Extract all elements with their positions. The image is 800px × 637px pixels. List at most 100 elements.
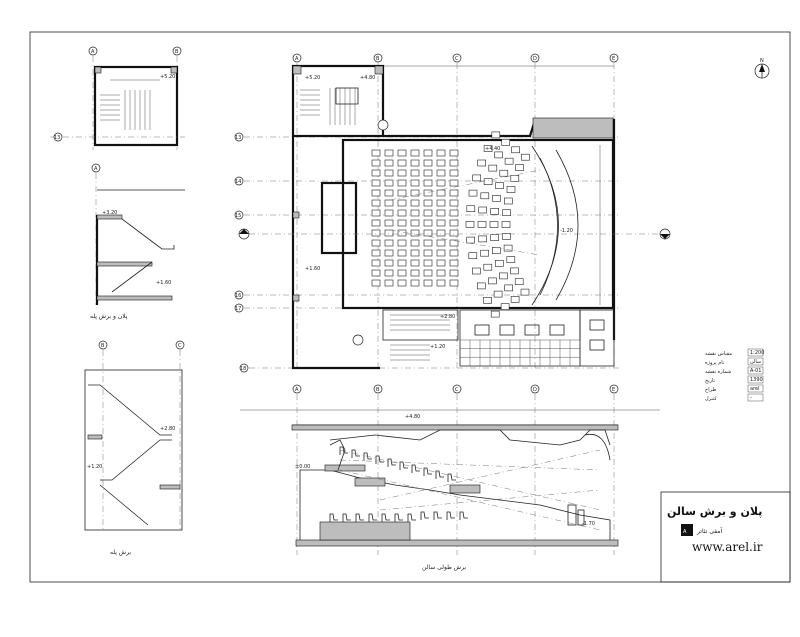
seat (410, 209, 420, 217)
seat (371, 209, 381, 217)
seat (490, 310, 500, 318)
seat (494, 151, 503, 159)
seat (397, 189, 407, 197)
seat (483, 178, 493, 185)
seat (423, 279, 433, 287)
legend-label: شماره نقشه (705, 369, 731, 375)
seat (436, 189, 446, 197)
svg-text:±0.00: ±0.00 (295, 464, 310, 470)
seat (397, 219, 407, 227)
svg-text:C: C (455, 56, 459, 62)
legend-label: طراح (705, 387, 716, 393)
main-plan: A B C D E 13 14 15 16 17 18 (234, 53, 770, 373)
seat (436, 159, 446, 167)
seat (384, 169, 394, 177)
seat (384, 249, 394, 257)
svg-text:+3.20: +3.20 (102, 210, 117, 216)
seat (466, 236, 476, 244)
seat (371, 279, 381, 287)
seat (476, 282, 486, 290)
seat (471, 267, 481, 275)
svg-text:+5.20: +5.20 (305, 75, 320, 81)
svg-text:+5.20: +5.20 (160, 74, 175, 80)
svg-text:+2.80: +2.80 (160, 426, 175, 432)
seat (489, 221, 499, 228)
svg-text:+1.20: +1.20 (87, 464, 102, 470)
seat (410, 199, 420, 207)
seat (371, 249, 381, 257)
section-seat (375, 455, 384, 464)
section-seat (329, 513, 338, 522)
seat (397, 179, 407, 187)
seat (436, 259, 446, 267)
seat (410, 149, 420, 157)
title-block-frame (660, 491, 791, 583)
svg-text:+4.40: +4.40 (485, 146, 500, 152)
seat (468, 189, 478, 197)
seat (506, 256, 516, 263)
seat (384, 229, 394, 237)
seat (371, 219, 381, 227)
svg-text:+4.80: +4.80 (360, 75, 375, 81)
seat (371, 159, 381, 167)
svg-text:17: 17 (235, 306, 241, 312)
seat (490, 208, 500, 215)
section-seat (435, 470, 444, 479)
seat (397, 279, 407, 287)
seat (503, 244, 513, 252)
seat (410, 259, 420, 267)
svg-text:+1.60: +1.60 (156, 280, 171, 286)
svg-text:برش طولی سالن: برش طولی سالن (422, 564, 466, 571)
seat (449, 189, 459, 197)
seat (449, 199, 459, 207)
seat (478, 235, 487, 243)
seat (506, 186, 516, 193)
section-seat (355, 513, 364, 522)
seat (436, 219, 446, 227)
svg-text:C: C (178, 343, 182, 349)
svg-text:14: 14 (235, 179, 241, 185)
seat (514, 278, 524, 286)
svg-text:A: A (91, 49, 95, 55)
seat (410, 169, 420, 177)
seat (488, 277, 497, 285)
seat (397, 269, 407, 277)
seat (449, 209, 459, 217)
svg-text:+1.60: +1.60 (305, 266, 320, 272)
seat (494, 260, 504, 267)
seat (384, 219, 394, 227)
seat (480, 192, 490, 200)
seat (515, 164, 524, 171)
seat (384, 269, 394, 277)
svg-text:B: B (101, 343, 105, 349)
svg-text:D: D (533, 387, 537, 393)
seat (449, 249, 459, 257)
section-seat (407, 513, 416, 522)
svg-text:D: D (533, 56, 537, 62)
svg-text:B: B (376, 56, 380, 62)
seat (499, 272, 508, 280)
seat (472, 174, 482, 182)
seat (423, 189, 433, 197)
seat (510, 175, 520, 182)
seat (410, 279, 420, 287)
seat (397, 169, 407, 177)
seat (423, 149, 433, 157)
seat (423, 239, 433, 247)
seat (449, 279, 459, 287)
seat (436, 269, 446, 277)
seat (384, 199, 394, 207)
seat (488, 164, 498, 172)
svg-text:+4.80: +4.80 (405, 414, 420, 420)
seat (468, 252, 478, 259)
svg-text:پلان و برش پله: پلان و برش پله (90, 313, 128, 320)
legend-label: نام پروژه (705, 360, 724, 366)
seat (449, 169, 459, 177)
drawing-title: پلان و برش سالن (667, 505, 762, 518)
svg-text:E: E (612, 387, 615, 393)
seat (397, 259, 407, 267)
seat (495, 182, 504, 189)
svg-text:A: A (94, 166, 98, 172)
seat (384, 209, 394, 217)
